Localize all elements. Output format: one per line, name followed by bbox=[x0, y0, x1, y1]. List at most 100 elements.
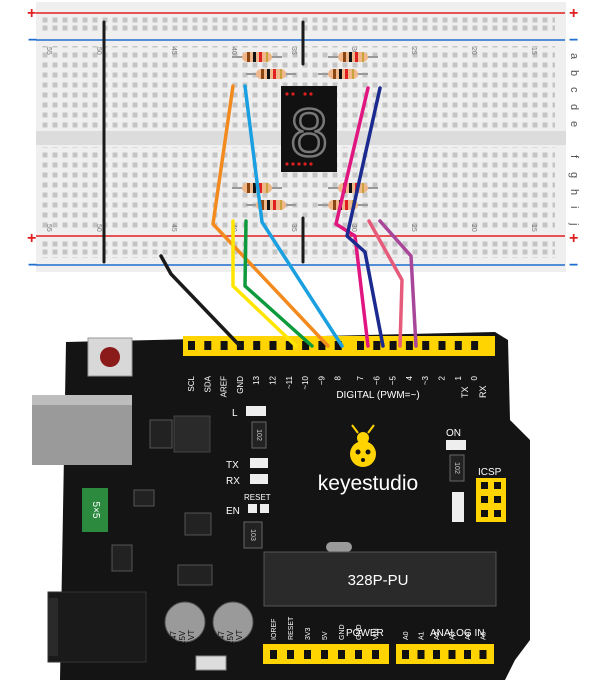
power-label: POWER bbox=[346, 628, 384, 639]
header-pin[interactable] bbox=[433, 650, 440, 659]
header-pin[interactable] bbox=[448, 650, 456, 659]
digital-pin-label: ~3 bbox=[421, 375, 430, 385]
power-pin-label: 3V3 bbox=[305, 627, 312, 640]
digital-pin-label: 2 bbox=[438, 375, 447, 380]
header-pin[interactable] bbox=[438, 341, 446, 350]
header-pin[interactable] bbox=[269, 341, 277, 350]
row-letter: e bbox=[568, 121, 580, 127]
column-number: 55 bbox=[45, 224, 52, 232]
digital-pin-label: 0 bbox=[470, 375, 479, 380]
digital-pin-label: ~10 bbox=[301, 375, 310, 389]
led-tx bbox=[250, 458, 268, 468]
header-pin[interactable] bbox=[373, 341, 381, 350]
display-digit: 8 bbox=[290, 95, 328, 171]
analog-pin-label: A3 bbox=[450, 631, 457, 640]
analog-pin-label: A0 bbox=[403, 631, 410, 640]
rx-arrow-label: RX bbox=[478, 385, 488, 398]
transistor bbox=[111, 544, 133, 572]
wire-blue bbox=[243, 84, 344, 348]
digital-pin-label: AREF bbox=[220, 376, 229, 397]
header-pin[interactable] bbox=[204, 341, 212, 350]
brand-name: keyestudio bbox=[318, 472, 418, 495]
column-number: 35 bbox=[290, 47, 297, 55]
power-jack bbox=[47, 591, 147, 663]
wire-purple bbox=[378, 219, 418, 348]
header-pin[interactable] bbox=[454, 341, 462, 350]
digital-pin-label: 7 bbox=[356, 375, 365, 380]
cap-label: 25V bbox=[226, 630, 235, 645]
bottom-minus-left: − bbox=[28, 257, 37, 274]
fuse bbox=[82, 488, 108, 532]
wire-orange bbox=[211, 84, 330, 348]
led-rx bbox=[250, 474, 268, 484]
header-pin[interactable] bbox=[220, 341, 228, 350]
header-pin[interactable] bbox=[402, 650, 409, 659]
smd-chip-103 bbox=[243, 521, 263, 549]
header-pin[interactable] bbox=[318, 341, 326, 350]
header-pin[interactable] bbox=[422, 341, 430, 350]
resistor bbox=[318, 69, 368, 79]
smd-component bbox=[452, 492, 464, 522]
header-pin[interactable] bbox=[188, 341, 195, 350]
row-letter: c bbox=[568, 87, 580, 93]
column-number: 15 bbox=[530, 224, 537, 232]
header-pin[interactable] bbox=[405, 341, 413, 350]
header-pin[interactable] bbox=[417, 650, 425, 659]
column-numbers-top: 55 50 45 40 35 30 25 20 15 bbox=[45, 47, 537, 55]
led-tx-label: TX bbox=[226, 460, 239, 471]
digital-pin-label: ~5 bbox=[389, 375, 398, 385]
led-l bbox=[246, 406, 266, 416]
digital-pin-label: 13 bbox=[252, 375, 261, 384]
row-letter: d bbox=[568, 104, 580, 110]
header-pin[interactable] bbox=[253, 341, 261, 350]
resistor-array bbox=[251, 421, 267, 449]
column-number: 45 bbox=[170, 224, 177, 232]
power-pin-label: RESET bbox=[288, 616, 295, 640]
header-pin[interactable] bbox=[302, 341, 310, 350]
header-pin[interactable] bbox=[285, 341, 293, 350]
usb-controller-chip bbox=[173, 415, 211, 453]
header-pin[interactable] bbox=[270, 650, 277, 659]
header-pin[interactable] bbox=[338, 650, 345, 659]
header-pin[interactable] bbox=[287, 650, 294, 659]
header-pin[interactable] bbox=[464, 650, 471, 659]
header-pin[interactable] bbox=[372, 650, 379, 659]
reset-button-cap[interactable] bbox=[100, 347, 120, 367]
cap-label: 47 bbox=[217, 631, 226, 640]
digital-pin-label: 12 bbox=[269, 375, 278, 384]
wires bbox=[159, 84, 418, 348]
display-body bbox=[281, 86, 337, 172]
column-number: 25 bbox=[410, 224, 417, 232]
header-pin[interactable] bbox=[321, 650, 328, 659]
wire-green bbox=[243, 219, 314, 348]
analog-pin-label: A4 bbox=[465, 631, 472, 640]
icsp-header[interactable] bbox=[476, 478, 506, 522]
header-pin[interactable] bbox=[355, 650, 362, 659]
analog-label: ANALOG IN bbox=[430, 628, 484, 639]
wire-magenta bbox=[334, 86, 370, 348]
bottom-plus-right: + bbox=[569, 230, 578, 247]
analog-header[interactable] bbox=[396, 644, 494, 664]
icsp-label: ICSP bbox=[478, 467, 502, 478]
header-pin[interactable] bbox=[304, 650, 311, 659]
header-pin[interactable] bbox=[479, 650, 487, 659]
header-pin[interactable] bbox=[334, 341, 342, 350]
header-pin[interactable] bbox=[357, 341, 364, 350]
header-pin[interactable] bbox=[389, 341, 397, 350]
cap-label: VT bbox=[187, 630, 196, 640]
top-minus-left: − bbox=[28, 32, 37, 49]
column-number: 20 bbox=[470, 224, 477, 232]
header-pin[interactable] bbox=[471, 341, 479, 350]
smd-chip-8pin bbox=[184, 512, 212, 536]
bottom-plus-left: + bbox=[27, 230, 36, 247]
tx-arrow-label: TX bbox=[460, 386, 470, 398]
resistors bbox=[232, 52, 378, 210]
column-number: 35 bbox=[290, 224, 297, 232]
cap-label: 25V bbox=[178, 630, 187, 645]
keyestudio-logo bbox=[350, 424, 376, 467]
capacitor-right bbox=[212, 601, 254, 643]
arduino-board: 5×5 47 25V VT 47 25V VT L TX RX ON 102 1… bbox=[32, 332, 530, 680]
cap-label: 47 bbox=[169, 631, 178, 640]
